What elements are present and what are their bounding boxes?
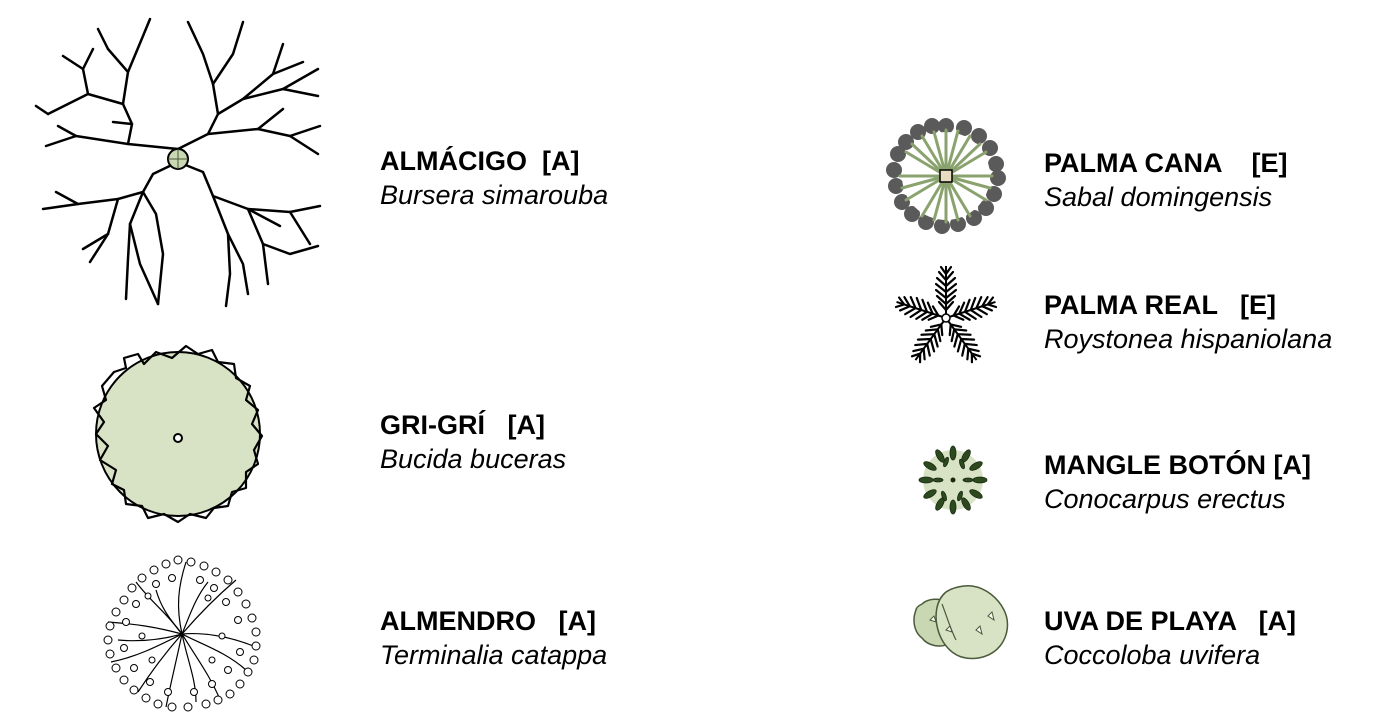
scientific-name: Conocarpus erectus [1044, 484, 1286, 514]
common-name: GRI-GRÍ [A] [380, 410, 545, 440]
scientific-name: Roystonea hispaniolana [1044, 324, 1333, 354]
legend-item-grigri: GRI-GRÍ [A] Bucida buceras [380, 408, 566, 476]
scientific-name: Coccoloba uvifera [1044, 640, 1261, 670]
scientific-name: Bursera simarouba [380, 180, 609, 210]
legend-item-almacigo: ALMÁCIGO [A] Bursera simarouba [380, 144, 608, 212]
common-name: MANGLE BOTÓN [A] [1044, 450, 1311, 480]
canopy-circle-icon [92, 344, 264, 524]
scientific-name: Sabal domingensis [1044, 182, 1273, 212]
branching-tree-icon [34, 17, 322, 308]
sea-grape-icon [913, 585, 1009, 660]
common-name: UVA DE PLAYA [A] [1044, 606, 1297, 636]
scientific-name: Bucida buceras [380, 444, 567, 474]
scientific-name: Terminalia catappa [380, 640, 608, 670]
feather-palm-icon [892, 264, 1000, 368]
legend-item-uva-de-playa: UVA DE PLAYA [A] Coccoloba uvifera [1044, 604, 1296, 672]
fan-palm-icon [886, 118, 1006, 234]
common-name: PALMA REAL [E] [1044, 290, 1276, 320]
legend-item-palma-cana: PALMA CANA [E] Sabal domingensis [1044, 146, 1287, 214]
legend-item-mangle-boton: MANGLE BOTÓN [A] Conocarpus erectus [1044, 448, 1311, 516]
leafy-tree-icon [103, 555, 261, 712]
legend-item-almendro: ALMENDRO [A] Terminalia catappa [380, 604, 607, 672]
legend-item-palma-real: PALMA REAL [E] Roystonea hispaniolana [1044, 288, 1332, 356]
common-name: ALMÁCIGO [A] [380, 146, 580, 176]
common-name: ALMENDRO [A] [380, 606, 596, 636]
common-name: PALMA CANA [E] [1044, 148, 1288, 178]
small-shrub-icon [918, 445, 988, 515]
